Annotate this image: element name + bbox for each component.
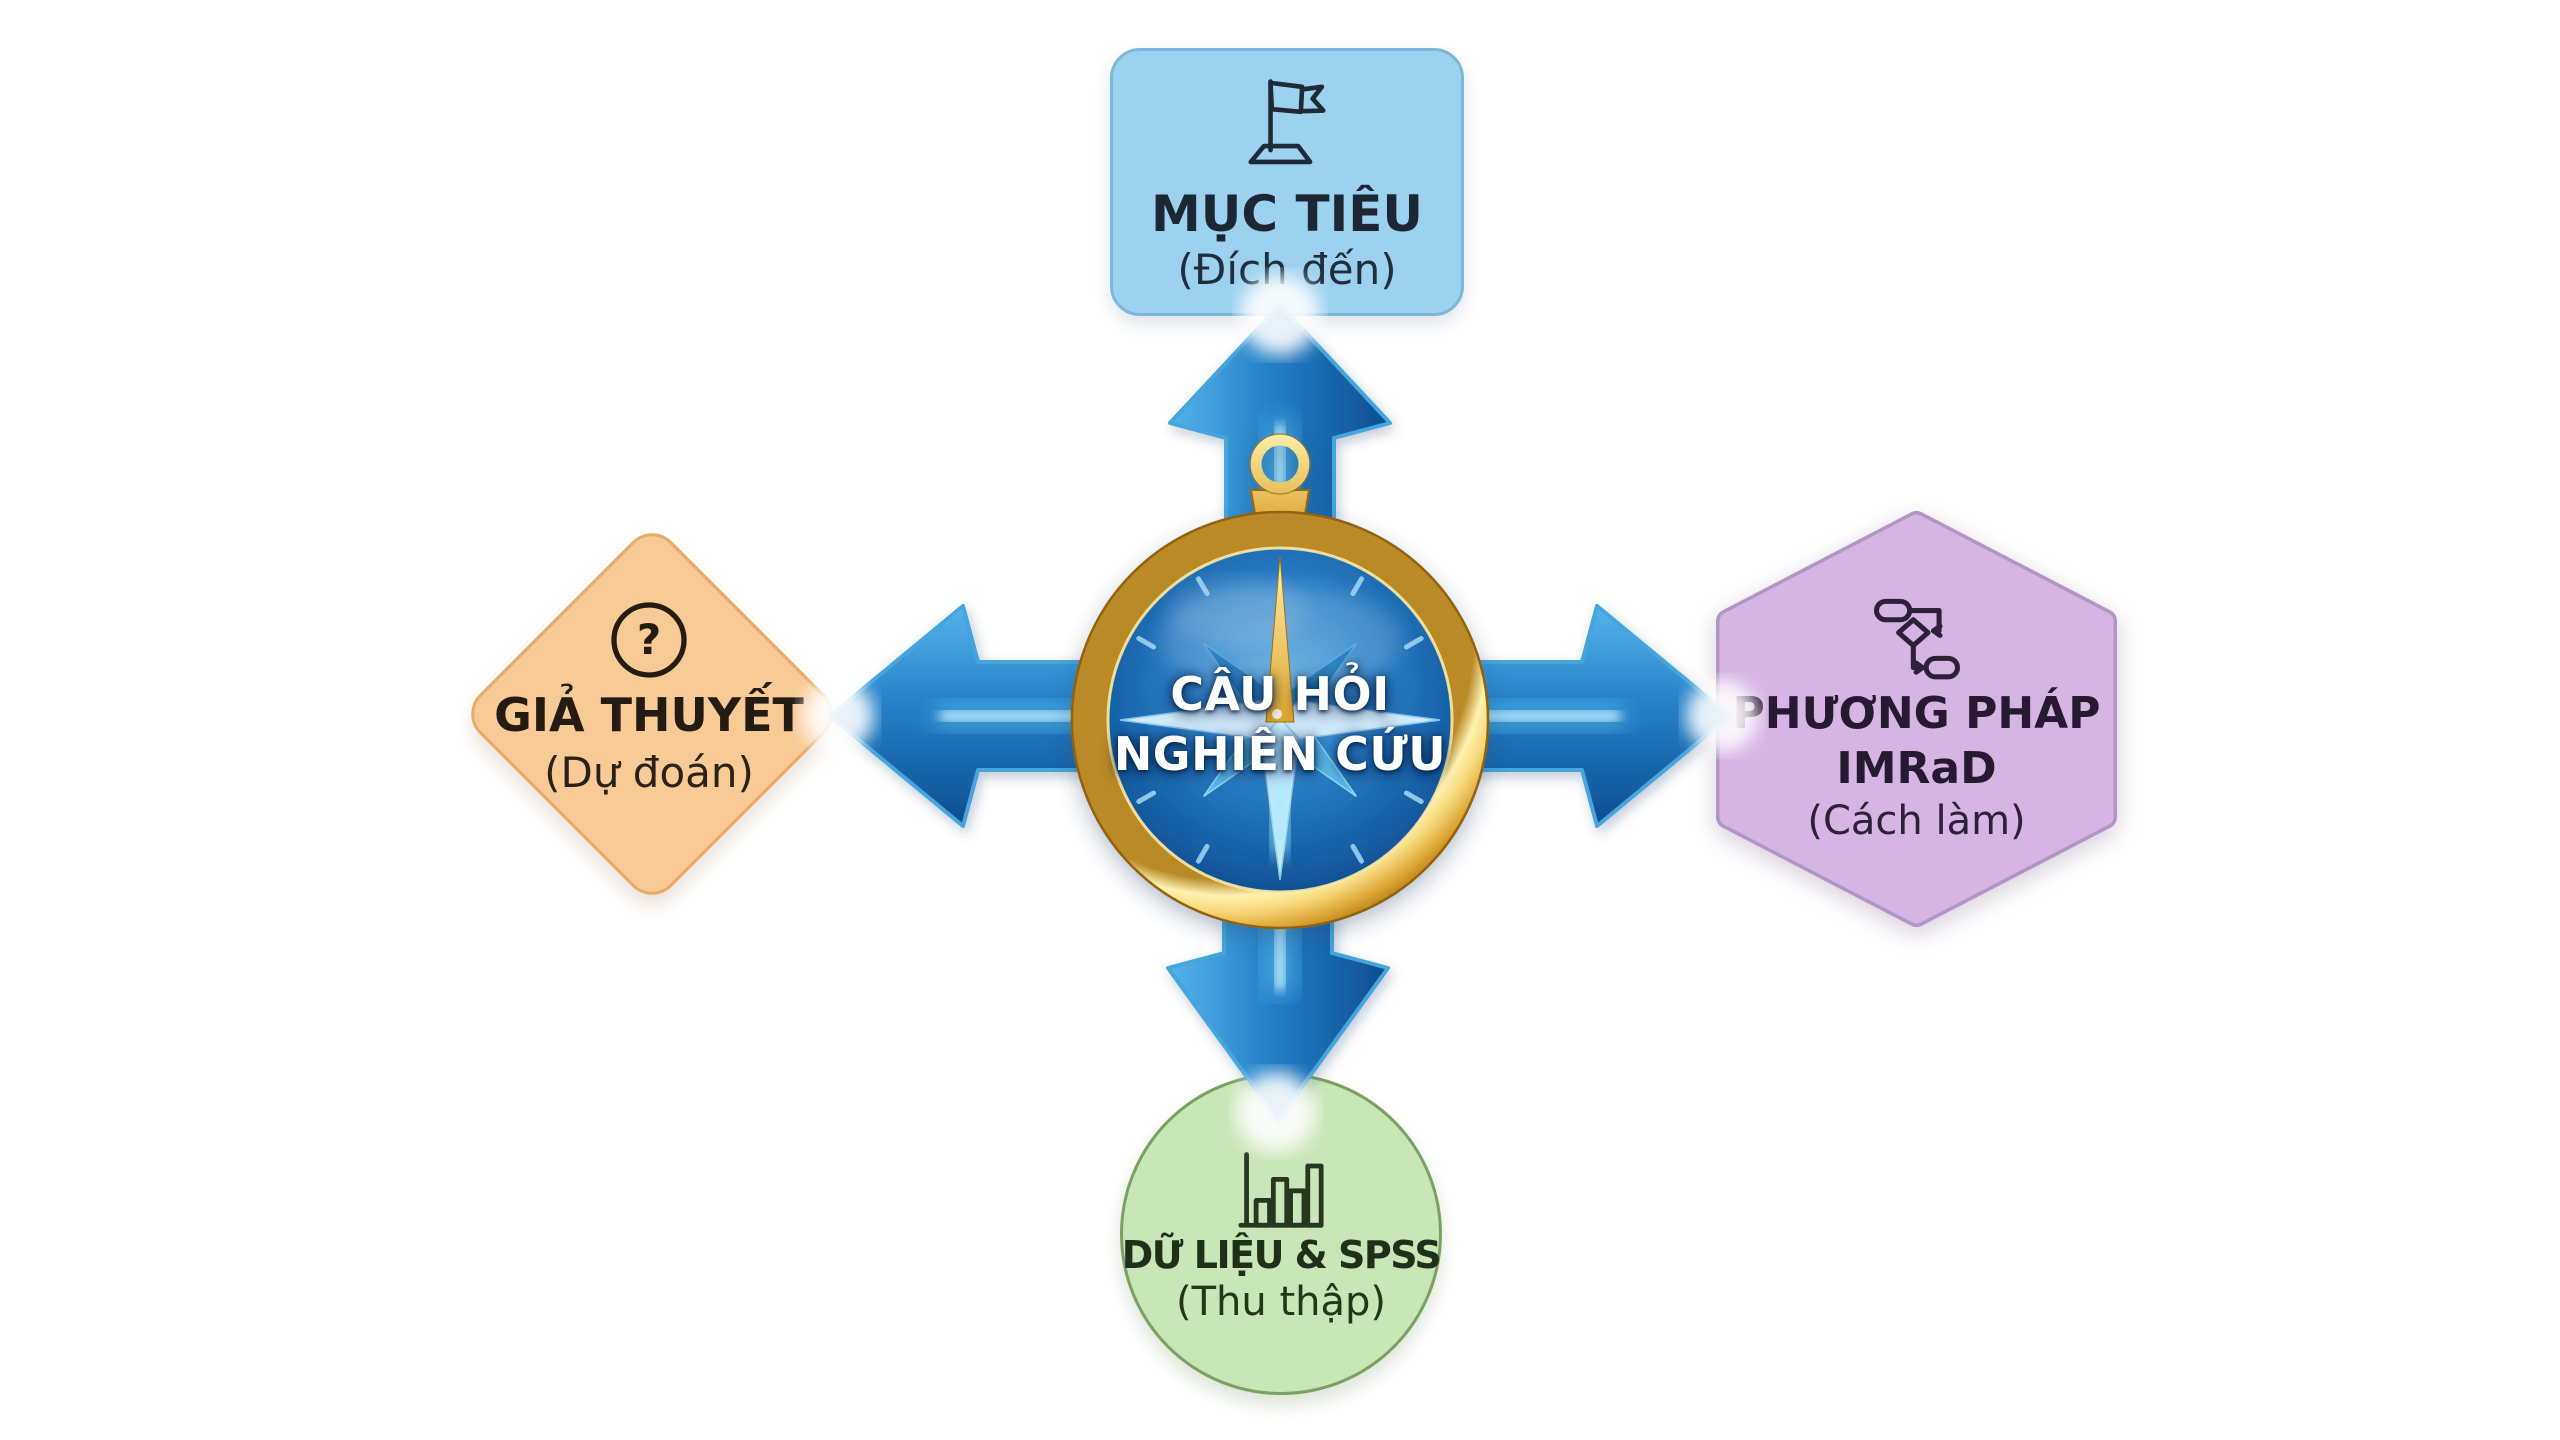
compass-tick-marks xyxy=(1136,576,1424,864)
node-bottom-label: DỮ LIỆU & SPSS xyxy=(1121,1233,1442,1277)
arrow-right xyxy=(1408,604,1732,828)
arrow-highlights xyxy=(935,420,1625,995)
node-right-label: PHƯƠNG PHÁP xyxy=(1732,688,2101,740)
compass-star xyxy=(1119,555,1441,881)
flag-icon xyxy=(1248,78,1326,164)
arrow-tip-glows xyxy=(802,275,1758,1152)
compass-crown xyxy=(1249,433,1311,533)
question-mark-icon: ? xyxy=(611,601,687,678)
node-muc-tieu: MỤC TIÊU (Đích đến) xyxy=(1110,48,1464,316)
node-right-label-line2: IMRaD xyxy=(1836,743,1997,794)
compass-label-line1: CÂU HỎI xyxy=(1170,667,1390,721)
node-gia-thuyet: ? GIẢ THUYẾT (Dự đoán) xyxy=(459,521,845,907)
compass-needle xyxy=(1265,555,1295,723)
node-top-sublabel: (Đích đến) xyxy=(1177,244,1397,294)
node-left-sublabel: (Dự đoán) xyxy=(544,747,754,797)
question-glyph: ? xyxy=(637,615,661,664)
compass-center-label: CÂU HỎI NGHIÊN CỨU xyxy=(1030,664,1530,784)
compass xyxy=(1070,433,1490,930)
arrow-down xyxy=(1166,778,1390,1122)
node-top-label: MỤC TIÊU xyxy=(1151,184,1423,243)
compass-face xyxy=(1108,548,1452,892)
node-bottom-sublabel: (Thu thập) xyxy=(1176,1279,1386,1325)
node-right-sublabel: (Cách làm) xyxy=(1807,797,2026,844)
arrow-left xyxy=(828,604,1152,828)
bar-chart-icon xyxy=(1238,1152,1324,1228)
compass-label-line2: NGHIÊN CỨU xyxy=(1113,727,1447,781)
node-phuong-phap: PHƯƠNG PHÁP IMRaD (Cách làm) xyxy=(1715,510,2118,928)
arrow-up xyxy=(1168,303,1392,662)
compass-bezel xyxy=(1070,510,1490,930)
node-du-lieu-spss: DỮ LIỆU & SPSS (Thu thập) xyxy=(1120,1073,1442,1395)
flowchart-icon xyxy=(1873,599,1960,680)
node-left-label: GIẢ THUYẾT xyxy=(494,687,804,742)
